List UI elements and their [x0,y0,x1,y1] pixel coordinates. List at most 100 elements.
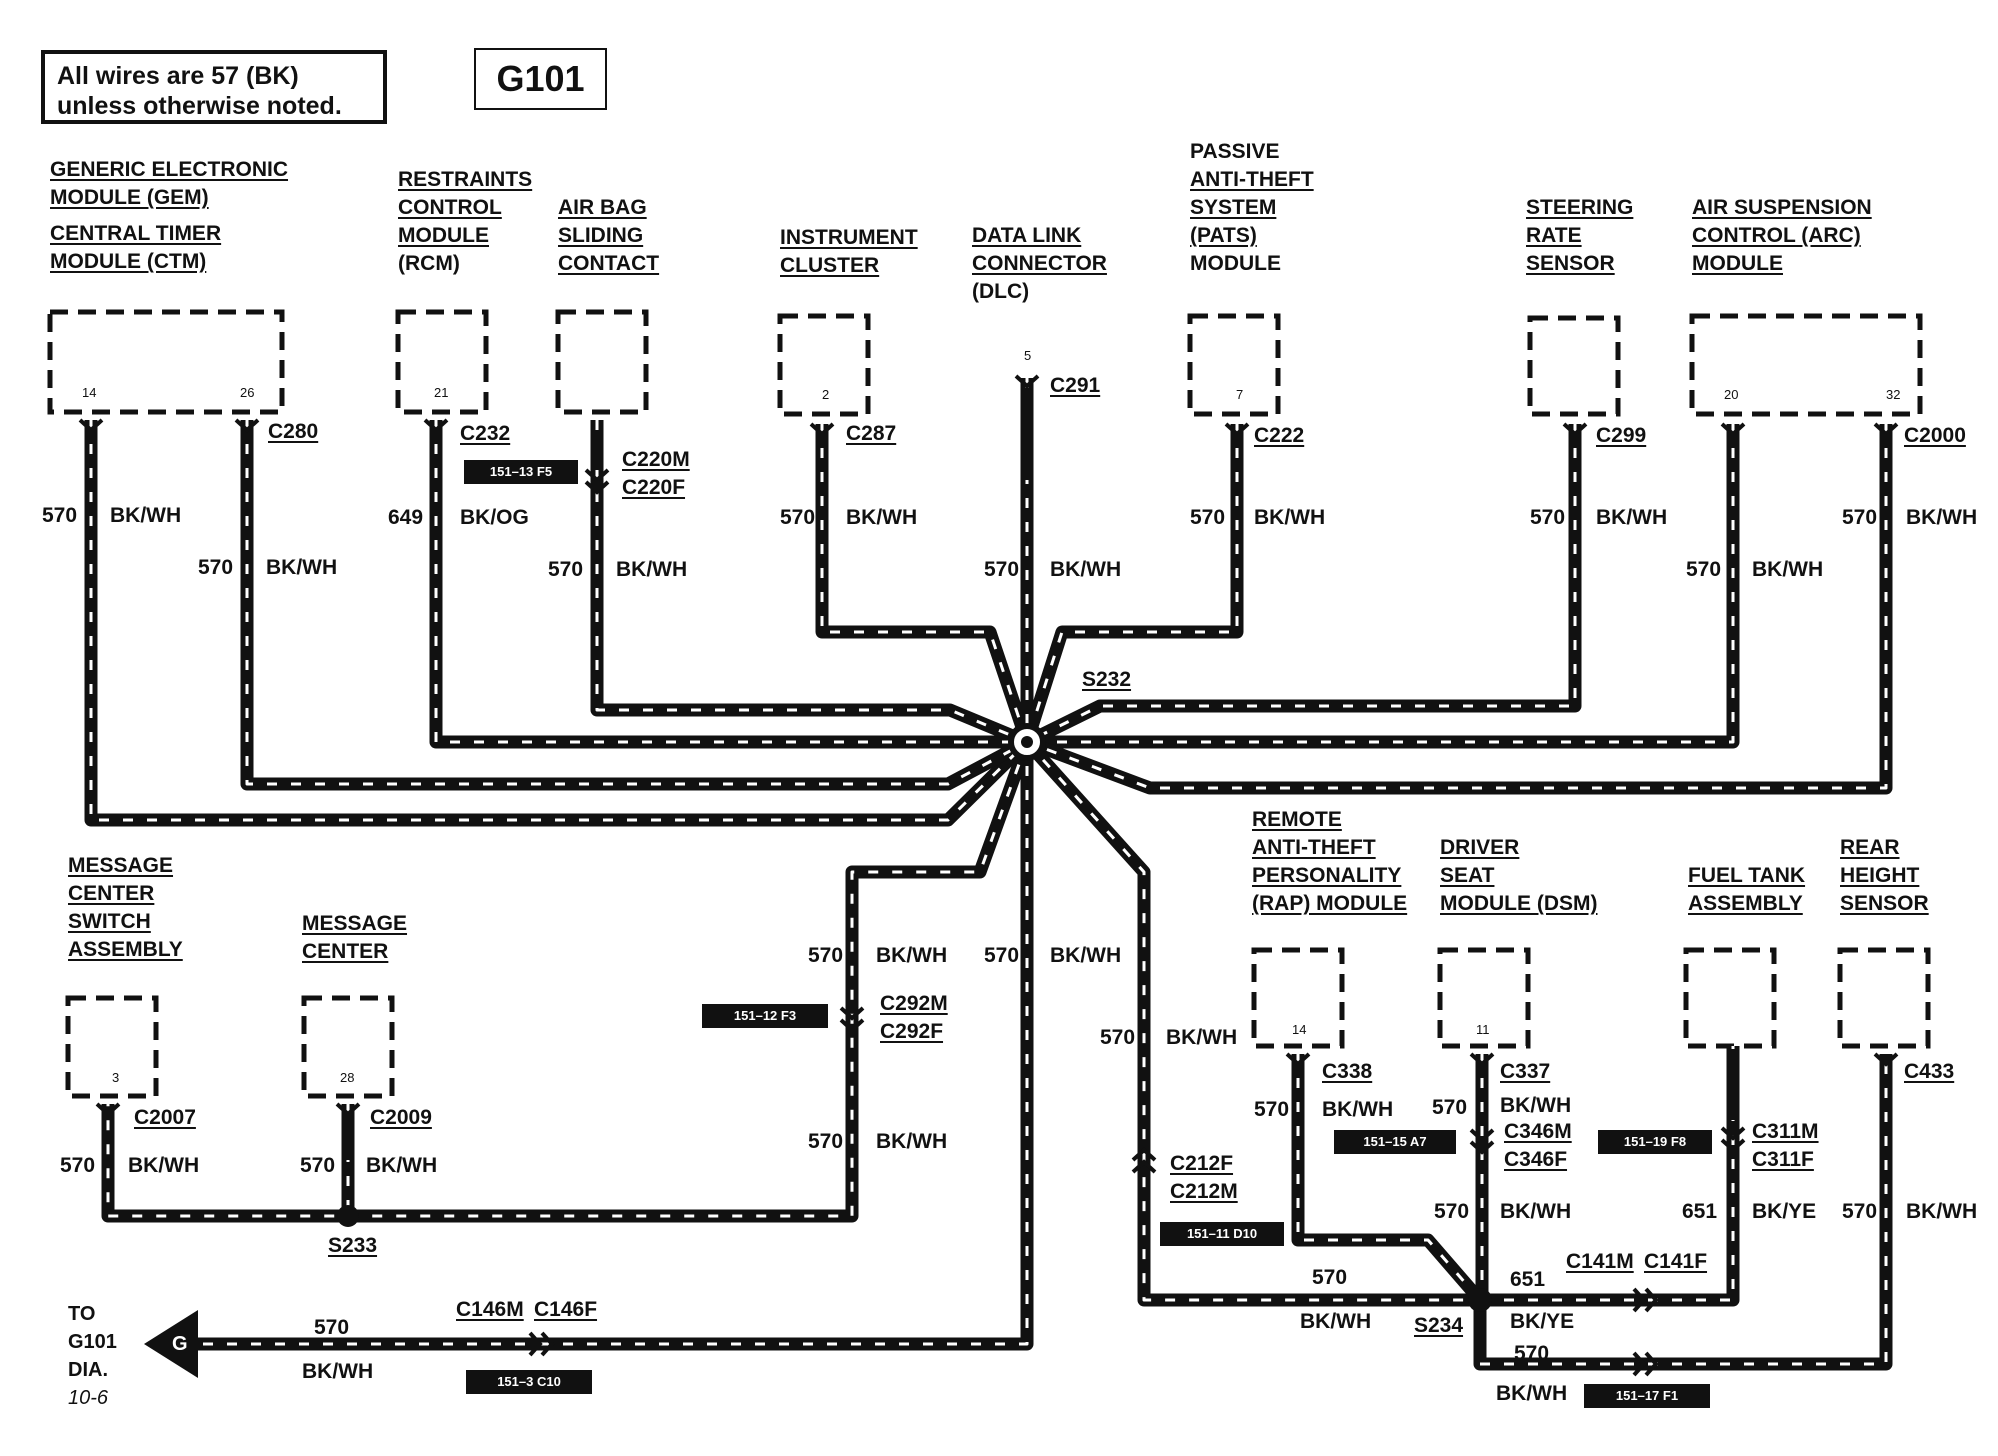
wire-color: BK/WH [1254,506,1326,529]
ground-id: G101 [474,48,607,110]
wire-number: 570 [60,1154,96,1177]
wire-number: 570 [1842,506,1878,529]
msgswitch-box [65,995,159,1099]
wire-number: 570 [548,558,584,581]
note-line-1: All wires are 57 (BK) [57,62,299,90]
wire-color: BK/WH [1300,1310,1372,1333]
wire-number: 651 [1682,1200,1718,1223]
gem-module-label: GENERIC ELECTRONIC MODULE (GEM) CENTRAL … [50,158,289,273]
wire-color: BK/OG [460,506,529,529]
ref-tag: 151–11 D10 [1160,1222,1284,1246]
dsm-box [1437,947,1531,1049]
connector-mark-c287 [809,422,835,437]
wire-color: BK/WH [128,1154,200,1177]
wire-pats [1020,424,1244,744]
connector-c220f: C220F [622,476,686,499]
wire-number: 649 [388,506,424,529]
pats-module-box [1187,313,1281,417]
wire-color: BK/WH [1166,1026,1238,1049]
connector-c2000: C2000 [1904,424,1966,447]
wire-color: BK/WH [1500,1094,1572,1117]
wire-color: BK/WH [1050,558,1122,581]
ref-tag: 151–13 F5 [464,460,578,484]
fuel-tank-box [1683,947,1777,1049]
connector-c222: C222 [1254,424,1305,447]
arc-module-box [1689,313,1923,417]
pin-arc-32: 32 [1886,387,1901,402]
connector-mark-c433 [1873,1052,1899,1067]
wire-color: BK/WH [1322,1098,1394,1121]
connector-c220m: C220M [622,448,690,471]
connector-c141m: C141M [1566,1250,1634,1273]
connector-mark-c220 [584,468,610,495]
offpage-arrow [144,1310,198,1378]
wire-fuel [1480,1046,1740,1307]
wire-number: 570 [314,1316,350,1339]
wire-color: BK/WH [876,944,948,967]
wire-color: BK/WH [302,1360,374,1383]
wire-color: BK/YE [1510,1310,1575,1333]
ref-tag: 151–19 F8 [1598,1130,1712,1154]
wire-number: 570 [984,944,1020,967]
connector-mark-c2000-b [1873,422,1899,437]
connector-c287: C287 [846,422,897,445]
connector-c292f: C292F [880,1020,944,1043]
fuel-tank-label: FUEL TANK ASSEMBLY [1688,864,1806,915]
dsm-label: DRIVER SEAT MODULE (DSM) [1440,836,1598,915]
ref-tag: 151–15 A7 [1334,1130,1456,1154]
pin-msgcenter-28: 28 [340,1070,355,1085]
pin-msgswitch-3: 3 [112,1070,120,1085]
connector-c212m: C212M [1170,1180,1238,1203]
wire-arc-32 [1024,424,1893,795]
connector-mark-c346 [1469,1128,1495,1155]
wire-color: BK/WH [1500,1200,1572,1223]
connector-mark-c232 [423,418,449,433]
connector-c291: C291 [1050,374,1101,397]
pin-arc-20: 20 [1724,387,1739,402]
connector-c346m: C346M [1504,1120,1572,1143]
wire-color: BK/WH [616,558,688,581]
splice-s234-label: S234 [1414,1314,1464,1337]
wire-color: BK/WH [1752,558,1824,581]
pin-rcm-21: 21 [434,385,449,400]
connector-c337: C337 [1500,1060,1551,1083]
connector-c433: C433 [1904,1060,1955,1083]
airbag-contact-label: AIR BAG SLIDING CONTACT [558,196,660,275]
connector-mark-c280-a [78,418,104,433]
wire-color: BK/WH [266,556,338,579]
pin-gem-26: 26 [240,385,255,400]
connector-mark-c212 [1131,1147,1157,1174]
wire-color: BK/WH [1050,944,1122,967]
pin-dsm-11: 11 [1476,1022,1490,1037]
connector-mark-c280-b [234,418,260,433]
wire-color: BK/WH [1496,1382,1568,1405]
rap-module-box [1251,947,1345,1049]
connector-mark-c299 [1562,422,1588,437]
splice-s232-label: S232 [1082,668,1132,691]
splice-s233-label: S233 [328,1234,378,1257]
wire-number: 570 [1432,1096,1468,1119]
wire-number: 570 [1842,1200,1878,1223]
wire-color: BK/WH [846,506,918,529]
connector-c280: C280 [268,420,319,443]
msgcenter-label: MESSAGE CENTER [302,912,408,963]
connector-c346f: C346F [1504,1148,1568,1171]
connector-mark-c292 [839,1006,865,1033]
connector-c338: C338 [1322,1060,1373,1083]
connector-c299: C299 [1596,424,1647,447]
wire-arc-20 [1027,424,1740,749]
wire-number: 570 [1190,506,1226,529]
wire-steering [1024,424,1582,748]
pin-rap-14: 14 [1292,1022,1307,1037]
cluster-box [777,313,871,417]
wire-number: 570 [1514,1342,1550,1365]
wire-number: 570 [42,504,78,527]
wire-number: 570 [1686,558,1722,581]
wire-number: 570 [1434,1200,1470,1223]
connector-c146f: C146F [534,1298,598,1321]
connector-c2007: C2007 [134,1106,196,1129]
ref-tag: 151–12 F3 [702,1004,828,1028]
connector-c311f: C311F [1752,1148,1814,1171]
rcm-module-box [395,309,489,415]
